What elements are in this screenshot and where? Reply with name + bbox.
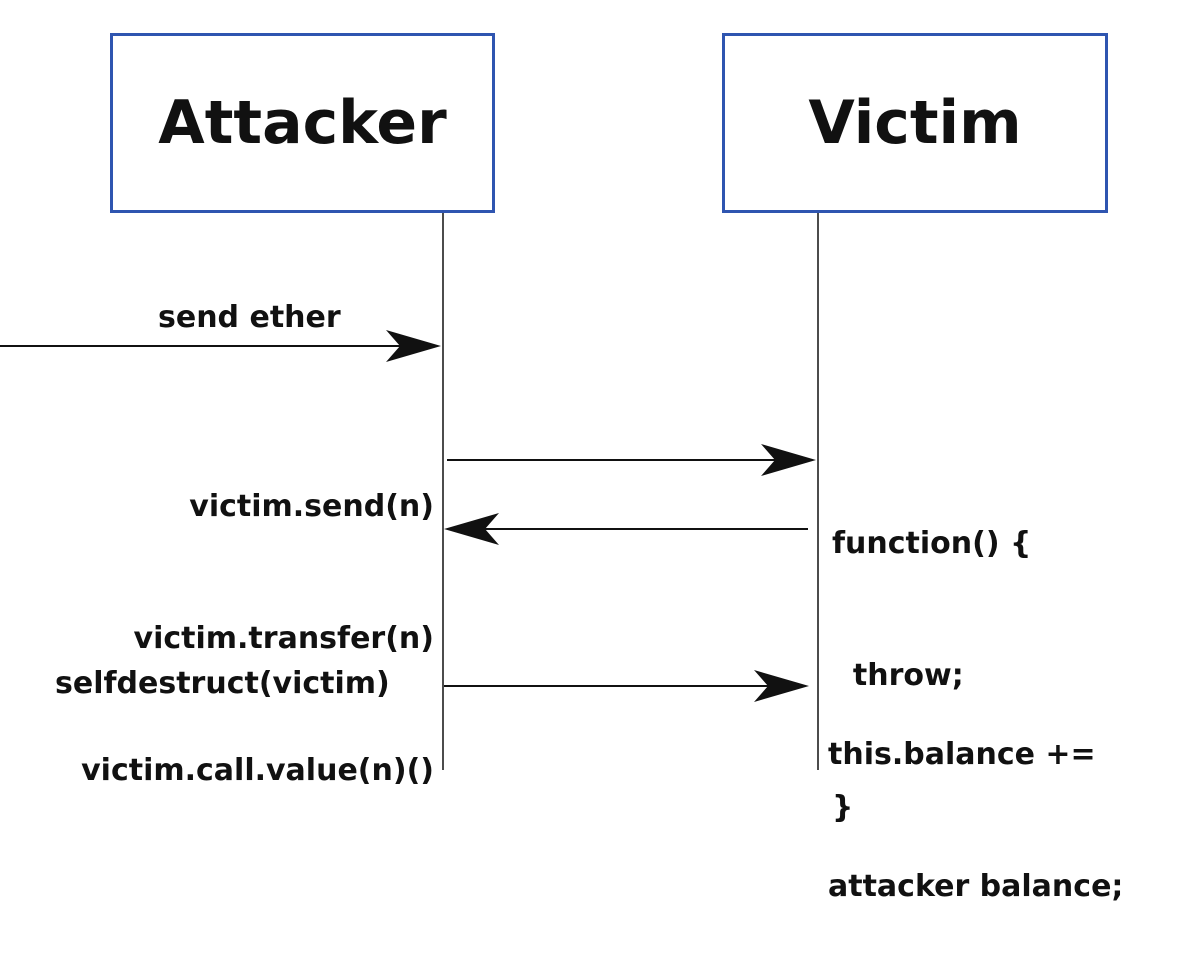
send-ether-arrow bbox=[0, 330, 441, 362]
sequence-lines bbox=[0, 213, 819, 770]
balance-line-2: attacker balance; bbox=[828, 869, 1124, 904]
fallback-function-note: function() { throw; } bbox=[832, 434, 1031, 874]
selfdestruct-label: selfdestruct(victim) bbox=[55, 666, 390, 701]
attacker-label: Attacker bbox=[158, 88, 447, 158]
victim-calls-label: victim.send(n) victim.transfer(n) victim… bbox=[81, 397, 434, 837]
fallback-line-1: function() { bbox=[832, 526, 1032, 561]
victim-transfer-call: victim.transfer(n) bbox=[133, 621, 434, 656]
victim-call-value-call: victim.call.value(n)() bbox=[81, 753, 434, 788]
selfdestruct-arrow bbox=[444, 670, 809, 702]
victim-participant-box: Victim bbox=[722, 33, 1108, 213]
send-ether-label: send ether bbox=[158, 300, 341, 335]
fallback-line-2: throw; bbox=[832, 658, 964, 693]
balance-note: this.balance += attacker balance; bbox=[828, 645, 1123, 953]
victim-call-arrow bbox=[447, 444, 816, 476]
victim-label: Victim bbox=[808, 88, 1022, 158]
throw-return-arrow bbox=[444, 513, 808, 545]
victim-send-call: victim.send(n) bbox=[189, 489, 434, 524]
attacker-participant-box: Attacker bbox=[110, 33, 495, 213]
balance-line-1: this.balance += bbox=[828, 737, 1096, 772]
